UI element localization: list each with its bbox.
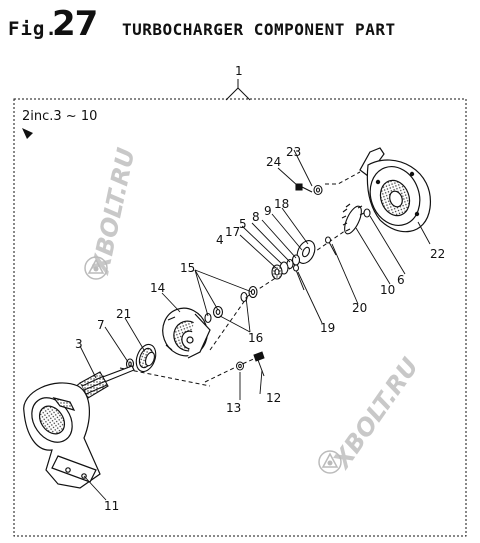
callout-label: 20 [352,301,367,315]
watermark-bottom: XBOLT.RU [318,353,424,475]
housing-bolt-washer [236,351,265,377]
includes-note: 2inc.3 ~ 10 [22,109,97,124]
compressor-housing [359,147,431,233]
callout-label: 1 [235,64,243,78]
assembly-bracket [225,79,251,101]
callout-label: 5 [239,217,247,231]
callout-label: 11 [104,499,119,513]
callout-label: 8 [252,210,260,224]
figure-prefix: Fig. [8,18,58,40]
callout-label: 7 [97,318,105,332]
callout-label: 12 [266,391,281,405]
seal-components [271,240,316,280]
pin [325,236,337,256]
diagram-frame [13,98,467,537]
callout-label: 16 [248,331,263,345]
svg-text:XBOLT.RU: XBOLT.RU [327,353,424,475]
callout-label: 9 [264,204,272,218]
callout-label: 10 [380,283,395,297]
bearing-rings [204,285,258,324]
callout-label: 17 [225,225,240,239]
callout-label: 24 [266,155,281,169]
turbine-housing [23,382,101,489]
callout-label: 6 [397,273,405,287]
figure-title: Fig. 27 TURBOCHARGER COMPONENT PART [6,4,476,44]
heat-shroud [135,343,157,373]
callout-label: 22 [430,247,445,261]
watermark-top: XBOLT.RU [84,145,140,280]
callout-labels: 3 4 5 6 7 8 9 10 11 12 13 14 15 16 17 18… [75,145,445,513]
leader-lines [79,149,431,501]
seal-plate-bolt [293,264,305,291]
callout-label: 18 [274,197,289,211]
figure-caption: TURBOCHARGER COMPONENT PART [122,20,396,39]
callout-label: 15 [180,261,195,275]
callout-label: 21 [116,307,131,321]
arrow-icon [22,128,33,139]
bearing-housing [162,307,211,359]
callout-label: 4 [216,233,224,247]
svg-text:XBOLT.RU: XBOLT.RU [86,145,140,278]
bolt-and-washer [295,183,323,196]
callout-label: 13 [226,401,241,415]
callout-label: 19 [320,321,335,335]
watermark-logo-icon [318,450,342,474]
watermark-logo-icon [84,256,108,280]
callout-label: 14 [150,281,165,295]
figure-number: 27 [52,4,98,44]
diffuser-plate [341,203,371,235]
callout-label: 23 [286,145,301,159]
callout-label: 3 [75,337,83,351]
